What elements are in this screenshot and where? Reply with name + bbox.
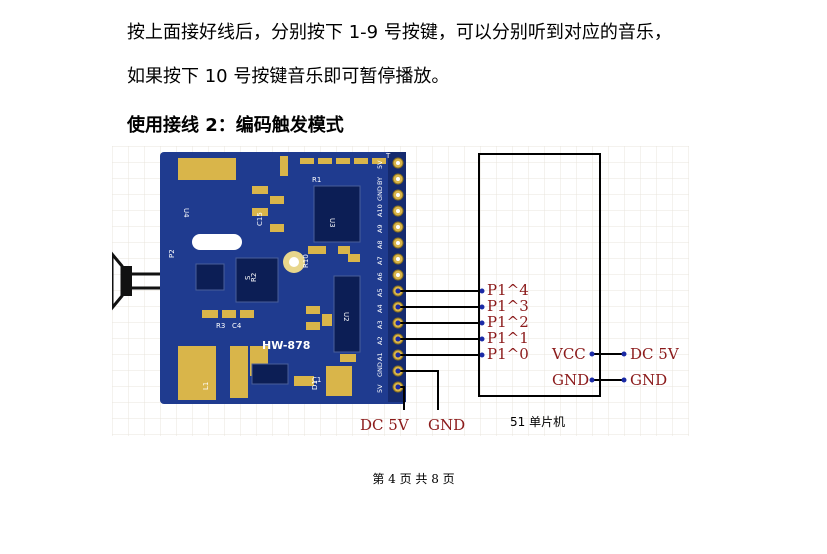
header-pin-hole <box>396 209 400 213</box>
silk-s: S <box>244 275 252 280</box>
section-heading: 使用接线 2：编码触发模式 <box>127 115 344 136</box>
signal-wires <box>398 290 624 410</box>
pin-label: A9 <box>376 224 384 233</box>
pad <box>178 346 216 400</box>
mcu-gnd-label: GND <box>552 371 589 389</box>
silk-l1: L1 <box>202 382 210 390</box>
header-pin-hole <box>396 193 400 197</box>
mcu-vcc-label: VCC <box>551 345 586 363</box>
page-footer: 第 4 页 共 8 页 <box>372 472 455 486</box>
pin-label: BY <box>376 177 384 185</box>
mcu-caption: 51 单片机 <box>510 415 565 429</box>
wiring-figure: U4 U3 U2 P2 S R2 R3 C4 C1 L1 D1 R10 C15 … <box>110 146 689 436</box>
silk-c15: C15 <box>256 212 264 226</box>
chip-u2 <box>333 275 361 353</box>
mcu-box <box>478 153 601 397</box>
silk-r3: R3 <box>216 322 225 330</box>
pad <box>326 366 352 396</box>
silk-u4: U4 <box>182 208 190 218</box>
silk-p2: P2 <box>168 249 176 258</box>
pin-label: A10 <box>376 204 384 217</box>
pin-label: A5 <box>376 288 384 297</box>
slot-hole <box>192 234 242 250</box>
pin-label: A1 <box>376 352 384 361</box>
mcu-pin-p14: P1^4 <box>487 281 529 299</box>
mcu-pin-p13: P1^3 <box>487 297 529 315</box>
pin-label: A6 <box>376 272 384 281</box>
pin-label: A2 <box>376 336 384 345</box>
junction-nodes <box>395 288 627 390</box>
silk-c4: C4 <box>232 322 242 330</box>
module-label: HW-878 <box>262 339 310 352</box>
bottom-gnd-label: GND <box>428 416 465 434</box>
right-gnd-label: GND <box>630 371 667 389</box>
mcu-pin-p10: P1^0 <box>487 345 529 363</box>
silk-c1: C1 <box>312 376 321 384</box>
pin-label: A3 <box>376 320 384 329</box>
paragraph-line-1: 按上面接好线后，分别按下 1-9 号按键，可以分别听到对应的音乐， <box>127 22 672 43</box>
bottom-dc5v-label: DC 5V <box>360 416 410 434</box>
pin-label: A8 <box>376 240 384 249</box>
chip-bottom <box>251 363 289 385</box>
header-pin-hole <box>396 161 400 165</box>
hw878-module: U4 U3 U2 P2 S R2 R3 C4 C1 L1 D1 R10 C15 … <box>160 152 406 404</box>
silk-r11: R1 <box>312 176 321 184</box>
header-pin-hole <box>396 257 400 261</box>
chip-r <box>195 263 225 291</box>
header-pin-hole <box>396 273 400 277</box>
header-pin-hole <box>396 177 400 181</box>
pin-label: 5V <box>376 384 384 393</box>
header-pin-hole <box>396 241 400 245</box>
pin-label: GND <box>376 186 384 201</box>
chip-s <box>235 257 279 303</box>
pin-label: GND <box>376 362 384 377</box>
pin-label: A7 <box>376 256 384 265</box>
silk-d1: D1 <box>311 380 319 390</box>
pin-label: A4 <box>376 304 384 313</box>
silk-u3: U3 <box>328 218 336 228</box>
pad <box>230 346 248 398</box>
paragraph-line-2: 如果按下 10 号按键音乐即可暂停播放。 <box>127 66 450 87</box>
pin-label: 5V <box>376 160 384 169</box>
mcu-pin-p11: P1^1 <box>487 329 529 347</box>
silk-r2: R2 <box>250 273 258 282</box>
silk-r10: R10 <box>302 254 310 268</box>
mcu-pin-p12: P1^2 <box>487 313 529 331</box>
silk-u2: U2 <box>342 312 350 322</box>
speaker-icon <box>110 249 164 313</box>
silk-t: T <box>385 152 391 160</box>
pad <box>178 158 236 180</box>
mcu-pin-labels: P1^4 P1^3 P1^2 P1^1 P1^0 VCC GND DC 5V G… <box>360 281 680 434</box>
chip-u3 <box>313 185 361 243</box>
header-pin-hole <box>396 225 400 229</box>
right-dc5v-label: DC 5V <box>630 345 680 363</box>
wiring-diagram: U4 U3 U2 P2 S R2 R3 C4 C1 L1 D1 R10 C15 … <box>110 146 689 436</box>
